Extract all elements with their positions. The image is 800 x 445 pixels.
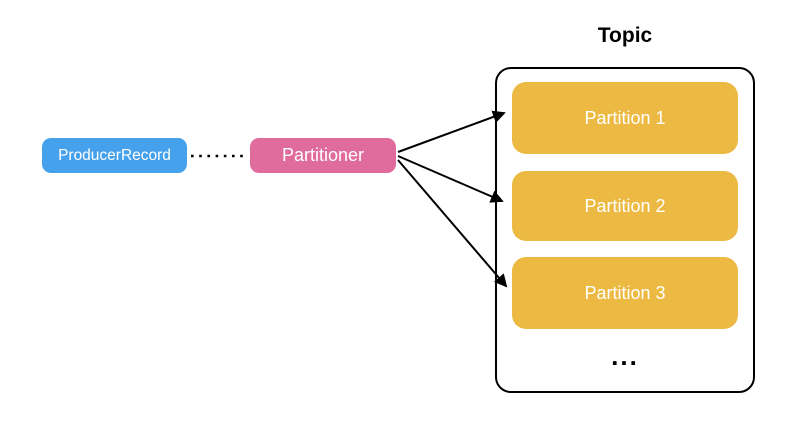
producer-record-label: ProducerRecord [58, 146, 171, 164]
partition-1-box: Partition 1 [512, 82, 738, 154]
partition-2-label: Partition 2 [584, 195, 666, 216]
partition-3-label: Partition 3 [584, 282, 666, 303]
partitioner-box: Partitioner [250, 138, 396, 173]
partition-3-box: Partition 3 [512, 257, 738, 329]
topic-container: Partition 1 Partition 2 Partition 3 ... [495, 67, 755, 393]
partition-2-box: Partition 2 [512, 171, 738, 241]
partition-1-label: Partition 1 [584, 107, 666, 128]
more-partitions-ellipsis: ... [611, 341, 639, 371]
producer-record-box: ProducerRecord [42, 138, 187, 173]
arrow-to-partition-2 [397, 155, 504, 203]
arrow-to-partition-3 [397, 159, 508, 288]
arrow-to-partition-1 [397, 110, 506, 153]
topic-title: Topic [597, 24, 653, 47]
partitioner-label: Partitioner [281, 145, 365, 165]
